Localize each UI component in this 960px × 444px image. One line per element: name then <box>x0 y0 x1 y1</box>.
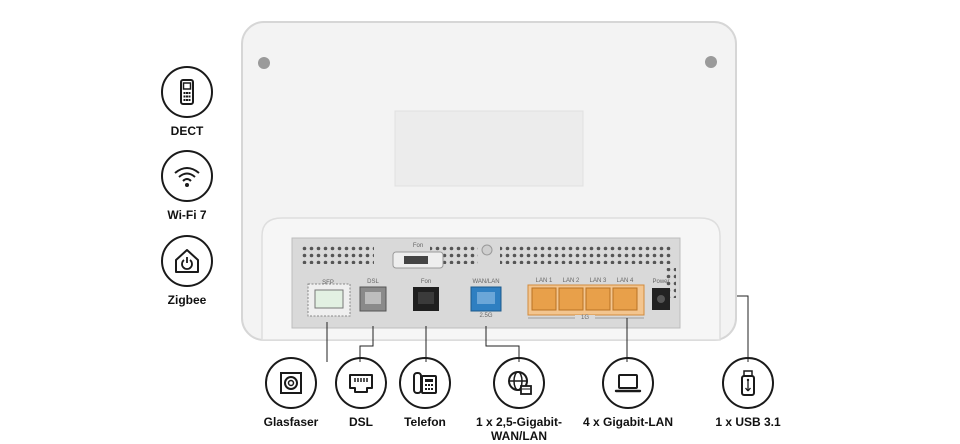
feature-dect: DECT <box>142 66 232 138</box>
feature-label: DECT <box>170 124 204 138</box>
dsl-port-icon <box>335 357 387 409</box>
feature-label: Zigbee <box>167 293 207 307</box>
sfp-port-label: SFP <box>322 280 334 286</box>
port-wan: 1 x 2,5-Gigabit- WAN/LAN <box>464 357 574 443</box>
laptop-icon <box>602 357 654 409</box>
port-telefon: Telefon <box>380 357 470 429</box>
port-label: 1 x 2,5-Gigabit- WAN/LAN <box>475 415 563 443</box>
feature-zigbee: Zigbee <box>142 235 232 307</box>
dect-phone-icon <box>161 66 213 118</box>
port-glasfaser: Glasfaser <box>246 357 336 429</box>
lan-speed-label: 1G <box>575 315 595 321</box>
port-usb: 1 x USB 3.1 <box>703 357 793 429</box>
port-label: 1 x USB 3.1 <box>715 415 781 429</box>
smart-home-icon <box>161 235 213 287</box>
telephone-icon <box>399 357 451 409</box>
port-label: Glasfaser <box>263 415 319 429</box>
port-label: 4 x Gigabit-LAN <box>582 415 673 429</box>
port-dsl: DSL <box>316 357 406 429</box>
feature-label: Wi-Fi 7 <box>167 208 207 222</box>
lan1-port-label: LAN 1 <box>535 278 553 284</box>
usb-stick-icon <box>722 357 774 409</box>
lan3-port-label: LAN 3 <box>589 278 607 284</box>
wifi-icon <box>161 150 213 202</box>
power-port-label: Power <box>652 279 670 285</box>
dsl-port-label: DSL <box>367 279 379 285</box>
lan2-port-label: LAN 2 <box>562 278 580 284</box>
lan4-port-label: LAN 4 <box>616 278 634 284</box>
feature-wifi: Wi-Fi 7 <box>142 150 232 222</box>
port-lan: 4 x Gigabit-LAN <box>573 357 683 429</box>
screw <box>258 57 270 69</box>
fon-switch-label: Fon <box>412 243 424 249</box>
port-label: Telefon <box>404 415 446 429</box>
wan-port-label: WAN/LAN <box>472 279 500 285</box>
globe-network-icon <box>493 357 545 409</box>
wan-speed-label: 2.5G <box>479 313 493 319</box>
screw <box>705 56 717 68</box>
fon-port-label: Fon <box>420 279 432 285</box>
port-label: DSL <box>349 415 373 429</box>
fiber-port-icon <box>265 357 317 409</box>
